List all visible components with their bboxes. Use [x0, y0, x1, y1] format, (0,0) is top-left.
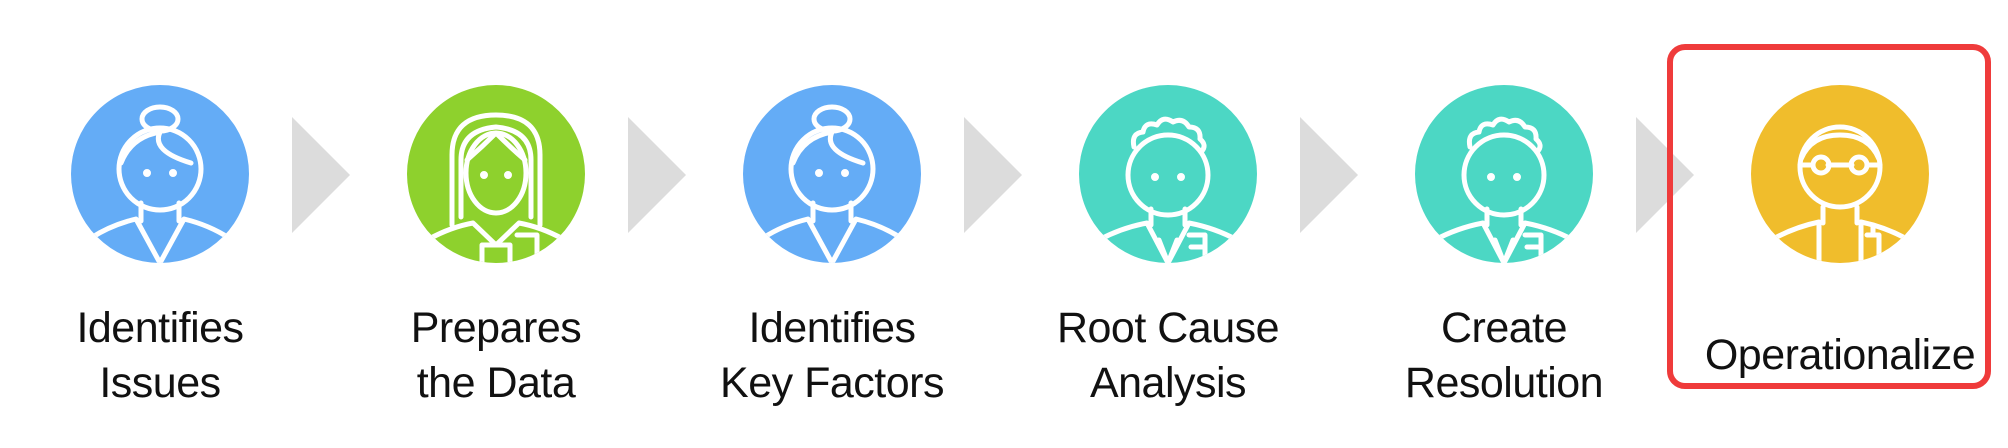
- step-label: Identifies Issues: [76, 304, 244, 407]
- step-label: Prepares the Data: [410, 304, 582, 407]
- flow-arrow-icon: [628, 117, 686, 233]
- highlight-box: [1667, 44, 1991, 389]
- step-label: Identifies Key Factors: [720, 304, 944, 407]
- woman-long-hair-icon: [407, 85, 585, 263]
- woman-bun-icon: [743, 85, 921, 263]
- step-label: Create Resolution: [1404, 304, 1604, 407]
- step-root-cause-analysis: Root Cause Analysis: [1008, 0, 1328, 448]
- flow-arrow-icon: [1636, 117, 1694, 233]
- man-curly-hair-icon: [1079, 85, 1257, 263]
- woman-bun-icon: [71, 85, 249, 263]
- flow-arrow-icon: [292, 117, 350, 233]
- step-label: Root Cause Analysis: [1056, 304, 1280, 407]
- step-operationalize: Operationalize: [1680, 0, 2000, 448]
- flow-arrow-icon: [964, 117, 1022, 233]
- step-identifies-issues: Identifies Issues: [0, 0, 320, 448]
- step-create-resolution: Create Resolution: [1344, 0, 1664, 448]
- step-identifies-key-factors: Identifies Key Factors: [672, 0, 992, 448]
- man-curly-hair-icon: [1415, 85, 1593, 263]
- step-prepares-the-data: Prepares the Data: [336, 0, 656, 448]
- step-label: Operationalize: [1704, 331, 1976, 379]
- flow-arrow-icon: [1300, 117, 1358, 233]
